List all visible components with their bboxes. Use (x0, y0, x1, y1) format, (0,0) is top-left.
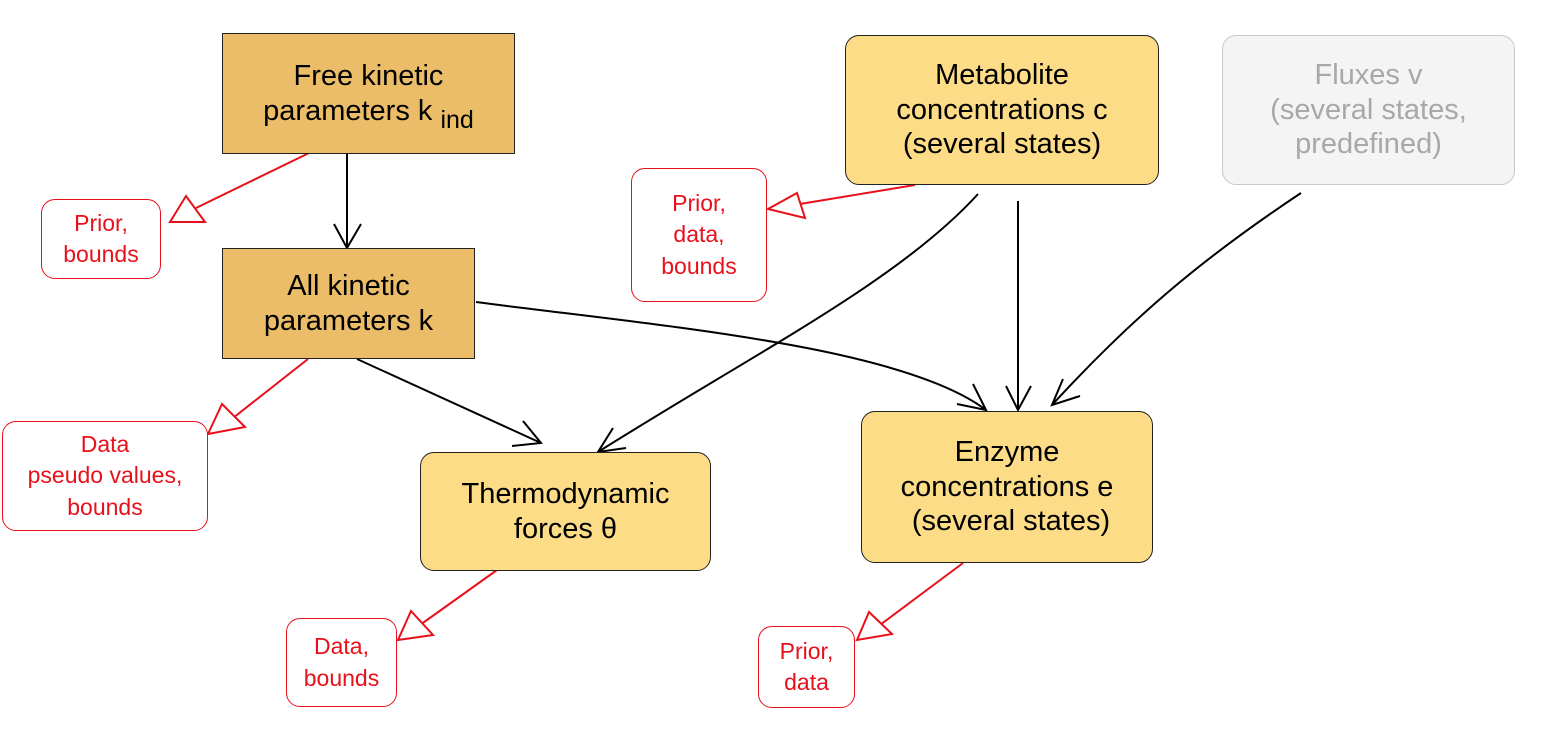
enzyme-concentrations-box: Enzyme concentrations e (several states) (861, 411, 1153, 563)
arrow-metabolite-to-enzyme (1005, 201, 1032, 413)
note-arrowhead-metabolite (765, 191, 807, 220)
metabolite-concentrations-box: Metabolite concentrations c (several sta… (845, 35, 1159, 185)
note-all-kinetic-line-3: bounds (67, 493, 143, 520)
free-kinetic-parameters-box: Free kinetic parameters k ind (222, 33, 515, 154)
metabolite-line-2: concentrations c (896, 93, 1108, 126)
note-thermodynamic: Data, bounds (286, 618, 397, 707)
note-free-kinetic-line-2: bounds (63, 241, 139, 267)
note-arrow-all-kinetic (232, 358, 309, 419)
note-metabolite-line-2: data, (673, 221, 725, 248)
note-thermodynamic-line-1: Data, (314, 633, 369, 659)
note-free-kinetic-line-1: Prior, (74, 209, 128, 236)
enzyme-line-3: (several states) (903, 505, 1111, 538)
note-arrow-free-kinetic (195, 152, 310, 209)
note-metabolite-line-1: Prior, (672, 189, 726, 216)
note-arrow-thermodynamic (419, 569, 498, 626)
note-arrowhead-enzyme (855, 610, 895, 642)
fluxes-line-3: predefined) (1295, 128, 1442, 161)
arrow-all-kinetic-to-thermodynamic (356, 358, 543, 447)
enzyme-line-1: Enzyme (954, 435, 1060, 468)
note-metabolite-line-3: bounds (661, 252, 737, 279)
arrow-all-kinetic-to-enzyme (475, 301, 988, 412)
note-arrowhead-thermodynamic (396, 609, 436, 642)
note-arrowhead-all-kinetic (206, 402, 248, 436)
thermodynamic-forces-box: Thermodynamic forces θ (420, 452, 711, 571)
all-kinetic-parameters-box: All kinetic parameters k (222, 248, 475, 359)
note-all-kinetic-line-2: pseudo values, (27, 462, 183, 489)
fluxes-box: Fluxes v (several states, predefined) (1222, 35, 1515, 185)
note-enzyme-line-1: Prior, (779, 637, 834, 664)
free-kinetic-line-1: Free kinetic (293, 59, 444, 92)
note-metabolite: Prior, data, bounds (631, 168, 767, 302)
free-kinetic-subscript: ind (440, 105, 474, 134)
all-kinetic-line-2: parameters k (263, 304, 434, 337)
free-kinetic-line-2: parameters k (263, 94, 433, 127)
all-kinetic-line-1: All kinetic (287, 269, 410, 302)
fluxes-line-1: Fluxes v (1314, 58, 1423, 91)
metabolite-line-3: (several states) (902, 128, 1102, 161)
note-all-kinetic-line-1: Data (80, 430, 130, 457)
note-thermodynamic-line-2: bounds (303, 664, 380, 691)
note-free-kinetic: Prior, bounds (41, 199, 161, 279)
note-enzyme: Prior, data (758, 626, 855, 708)
metabolite-line-1: Metabolite (935, 58, 1069, 91)
note-arrow-metabolite (799, 184, 916, 205)
thermodynamic-line-2: forces θ (513, 512, 618, 545)
enzyme-line-2: concentrations e (900, 470, 1114, 503)
arrow-free-to-all-kinetic (333, 154, 362, 251)
note-arrow-enzyme (879, 562, 964, 626)
fluxes-line-2: (several states, (1270, 93, 1467, 126)
arrow-fluxes-to-enzyme (1050, 192, 1302, 407)
thermodynamic-line-1: Thermodynamic (461, 477, 670, 510)
note-all-kinetic: Data pseudo values, bounds (2, 421, 208, 531)
note-arrowhead-free-kinetic (168, 194, 207, 223)
note-enzyme-line-2: data (784, 669, 829, 695)
